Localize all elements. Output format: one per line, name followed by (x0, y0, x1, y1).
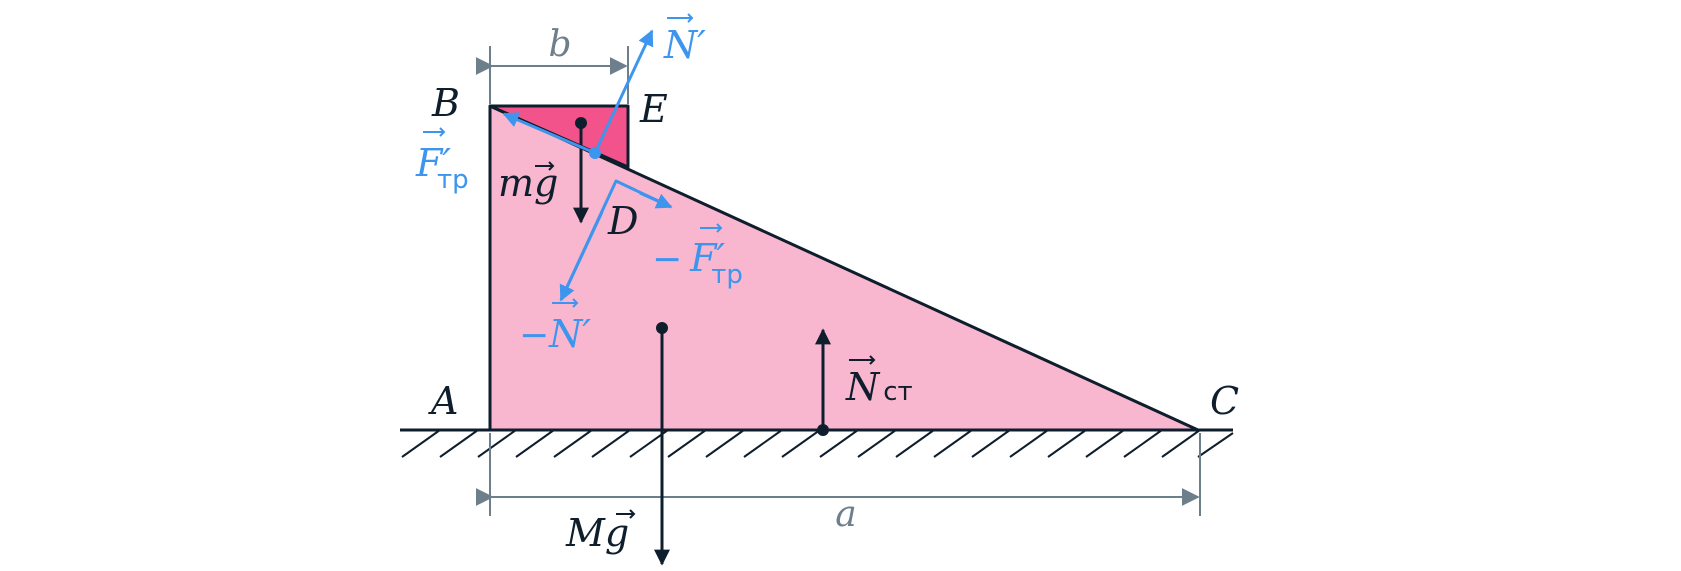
minus-F-prime-vector-sign (700, 223, 723, 233)
ground-hatching (401, 429, 1234, 458)
N-prime-label-prime: ′ (697, 23, 706, 67)
N-st-vector-sign (849, 355, 876, 365)
minus-F-prime-label-sub: тр (711, 260, 743, 290)
N-prime-arrow (593, 29, 654, 154)
F-prime-vector-sign (423, 127, 446, 137)
point-label-E: E (639, 87, 668, 131)
minus-N-prime-label: −N′ (519, 312, 591, 356)
N-st-label-letter: N (845, 365, 881, 409)
N-prime-vector-sign (667, 13, 694, 23)
N-st-label-sub: ст (883, 377, 912, 407)
minus-F-prime-label-prime: ′ (717, 236, 726, 280)
N-prime-label-letter: N (663, 23, 699, 67)
point-label-C: C (1210, 379, 1239, 423)
mg-label: mg (498, 161, 558, 205)
minus-F-prime-label: −F′тр (652, 236, 743, 290)
point-label-B: B (431, 81, 460, 125)
point-label-D: D (607, 199, 638, 243)
F-prime-label-sub: тр (437, 165, 469, 195)
Mg-label-M: M (565, 511, 606, 555)
minus-N-prime-vector-sign (552, 298, 579, 308)
minus-F-prime-friction-arrow (639, 191, 673, 209)
mg-label-g: g (534, 161, 558, 205)
minus-N-prime-label-prime: ′ (582, 312, 591, 356)
point-label-A: A (428, 379, 458, 423)
minus-N-prime-arrow (559, 211, 604, 302)
mg-vector-sign (535, 161, 555, 171)
dimension-a-label: a (835, 494, 856, 535)
minus-N-prime-label-letter: N (548, 312, 584, 356)
minus-F-prime-label-minus: − (652, 239, 682, 280)
dimension-b-label: b (548, 24, 571, 65)
F-prime-friction-arrow (502, 112, 596, 155)
mg-label-m: m (498, 161, 534, 205)
F-prime-label-letter: F (415, 141, 444, 185)
Mg-label: Mg (565, 511, 629, 555)
Mg-vector-sign (616, 509, 636, 519)
N-prime-label: N′ (663, 23, 706, 67)
F-prime-label: F′тр (415, 141, 469, 195)
dimension-b (475, 46, 629, 104)
dimension-a (475, 433, 1201, 516)
Mg-label-g: g (605, 511, 629, 555)
F-prime-label-prime: ′ (442, 141, 451, 185)
minus-N-prime-label-minus: − (519, 315, 549, 356)
minus-F-prime-label-letter: F (689, 236, 718, 280)
